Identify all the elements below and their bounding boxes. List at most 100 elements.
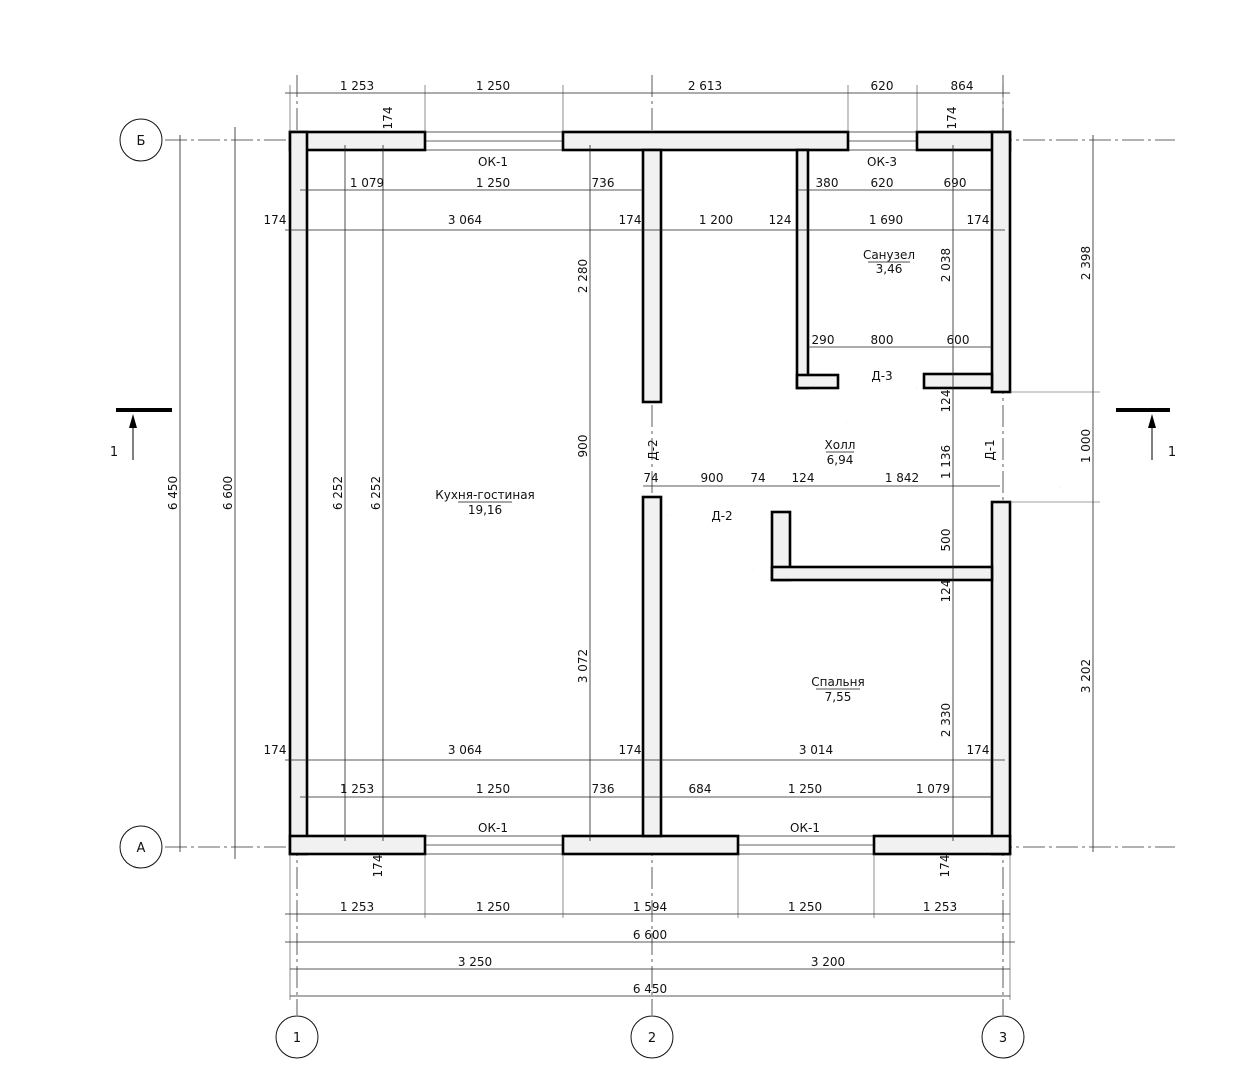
dimension-label: 3 200 xyxy=(811,955,845,969)
dimension-label: 2 xyxy=(648,1031,656,1046)
dimension-label: 2 398 xyxy=(1079,246,1093,280)
dimension-label: 290 xyxy=(812,333,835,347)
dimension-label: 6 450 xyxy=(633,982,667,996)
axis-bubble-b: Б xyxy=(119,118,163,162)
dimension-label: ОК-1 xyxy=(478,821,508,835)
dimension-label: 2 613 xyxy=(688,79,722,93)
dimension-label: 174 xyxy=(945,107,959,130)
dimension-label: 1 250 xyxy=(476,900,510,914)
dimension-label: 6 252 xyxy=(331,476,345,510)
dimension-label: ОК-1 xyxy=(790,821,820,835)
dimension-label: 3 072 xyxy=(576,649,590,683)
dimension-label: 174 xyxy=(938,855,952,878)
dimension-label: 174 xyxy=(381,107,395,130)
dimension-label: Д-1 xyxy=(983,439,997,460)
axis-bubble-3: 3 xyxy=(981,1015,1025,1059)
dimension-label: 1 200 xyxy=(699,213,733,227)
dimension-label: 6 600 xyxy=(221,476,235,510)
dimension-label: 3 xyxy=(999,1031,1007,1046)
dimension-label: 1 253 xyxy=(340,79,374,93)
doors xyxy=(597,387,1061,571)
dimension-label: 620 xyxy=(871,79,894,93)
dimension-label: 1 079 xyxy=(916,782,950,796)
dimension-label: 174 xyxy=(264,743,287,757)
dimension-label: 174 xyxy=(619,743,642,757)
dimension-label: 3 202 xyxy=(1079,659,1093,693)
dimension-label: 1 250 xyxy=(476,782,510,796)
dimension-label: 124 xyxy=(769,213,792,227)
dimension-label: 620 xyxy=(871,176,894,190)
dimension-label: Спальня xyxy=(811,675,864,689)
dimension-label: 500 xyxy=(939,529,953,552)
dimension-label: 6 252 xyxy=(369,476,383,510)
dimension-texts: 1 253 1 250 2 613 620 864 174 174 1 079 1 250 7… xyxy=(166,79,1093,996)
dimension-label: Холл xyxy=(825,438,856,452)
dimension-label: 124 xyxy=(939,390,953,413)
dimension-label: 1 xyxy=(1168,445,1176,460)
dimension-label: 19,16 xyxy=(468,503,502,517)
dimension-label: 690 xyxy=(944,176,967,190)
dimension-label: 1 253 xyxy=(340,782,374,796)
dimension-label: 3 250 xyxy=(458,955,492,969)
dimension-label: 736 xyxy=(592,782,615,796)
dimension-label: 1 136 xyxy=(939,445,953,479)
dimension-label: 1 253 xyxy=(340,900,374,914)
dimension-label: 6 450 xyxy=(166,476,180,510)
dimension-label: 3 064 xyxy=(448,213,482,227)
grid-axes xyxy=(165,75,1175,1015)
walls xyxy=(288,130,1012,856)
dimension-label: 900 xyxy=(576,435,590,458)
dimension-label: 1 250 xyxy=(788,782,822,796)
dimension-label: 2 038 xyxy=(939,248,953,282)
dimension-label: 1 250 xyxy=(476,79,510,93)
dimension-label: 174 xyxy=(371,855,385,878)
dimension-label: 380 xyxy=(816,176,839,190)
dimension-label: А xyxy=(137,841,146,856)
dimension-label: ОК-3 xyxy=(867,155,897,169)
axis-bubble-2: 2 xyxy=(630,1015,674,1059)
dimension-label: 1 690 xyxy=(869,213,903,227)
axis-bubble-a: А xyxy=(119,825,163,869)
dimension-label: 1 594 xyxy=(633,900,667,914)
section-mark-left: 1 xyxy=(110,408,172,460)
dimension-label: 3,46 xyxy=(876,262,903,276)
dimension-label: 3 064 xyxy=(448,743,482,757)
dimension-label: 1 250 xyxy=(476,176,510,190)
dimension-label: 1 250 xyxy=(788,900,822,914)
dimension-label: 1 xyxy=(110,445,118,460)
dimension-label: 900 xyxy=(701,471,724,485)
dimension-label: 174 xyxy=(967,743,990,757)
dimension-label: Д-3 xyxy=(871,369,892,383)
windows xyxy=(424,131,918,855)
dimension-label: 124 xyxy=(792,471,815,485)
axis-bubble-1: 1 xyxy=(275,1015,319,1059)
dimension-label: 174 xyxy=(619,213,642,227)
dimension-label: 600 xyxy=(947,333,970,347)
dimension-label: 736 xyxy=(592,176,615,190)
dimension-label: Санузел xyxy=(863,248,915,262)
dimension-label: 1 079 xyxy=(350,176,384,190)
dimension-label: Б xyxy=(137,134,146,149)
dimension-label: 864 xyxy=(951,79,974,93)
dimension-label: 174 xyxy=(967,213,990,227)
dimension-label: 684 xyxy=(689,782,712,796)
dimension-label: ОК-1 xyxy=(478,155,508,169)
section-mark-right: 1 xyxy=(1116,408,1176,460)
dimension-label: 2 280 xyxy=(576,259,590,293)
dimension-label: 800 xyxy=(871,333,894,347)
dimension-label: 2 330 xyxy=(939,703,953,737)
dimension-label: 174 xyxy=(264,213,287,227)
dimension-label: Кухня-гостиная xyxy=(435,488,535,502)
dimension-label: Д-2 xyxy=(646,439,660,460)
dimension-label: 1 842 xyxy=(885,471,919,485)
dimension-label: Д-2 xyxy=(711,509,732,523)
dimension-lines xyxy=(179,85,1100,1000)
dimension-label: 6 600 xyxy=(633,928,667,942)
dimension-label: 7,55 xyxy=(825,690,852,704)
dimension-label: 1 xyxy=(293,1031,301,1046)
dimension-label: 1 253 xyxy=(923,900,957,914)
